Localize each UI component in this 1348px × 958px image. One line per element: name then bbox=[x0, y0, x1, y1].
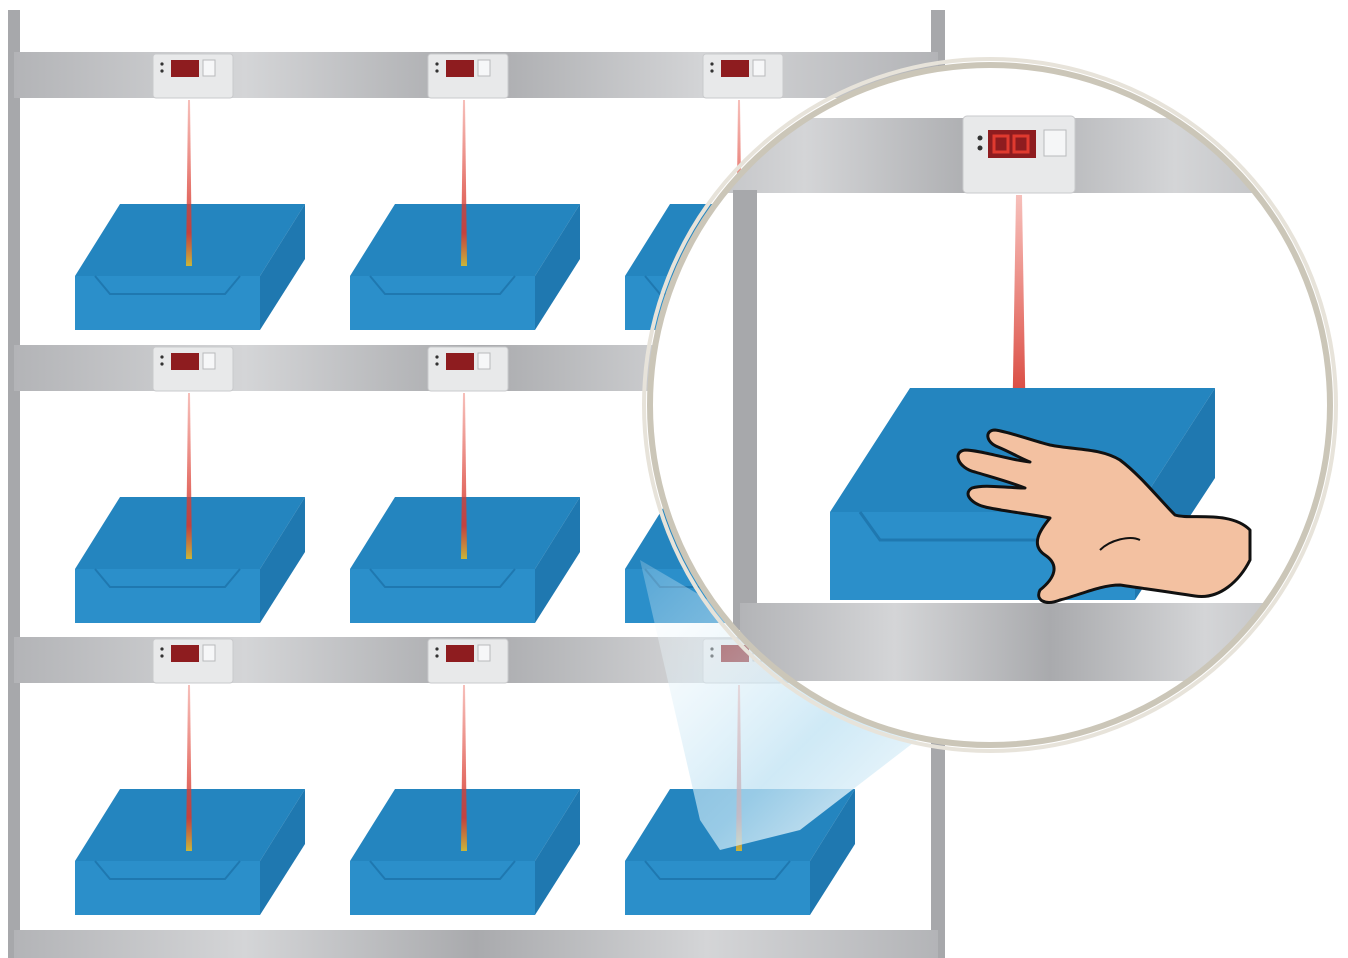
sensor-button bbox=[202, 644, 216, 662]
zoomed-sensor bbox=[962, 115, 1076, 194]
shelf-beam bbox=[14, 930, 938, 958]
bin-side bbox=[535, 204, 580, 330]
magnifier-light-cone bbox=[640, 560, 930, 850]
sensor-led bbox=[160, 69, 164, 73]
bin-side bbox=[260, 789, 305, 915]
sensor-led bbox=[977, 145, 983, 151]
sensor-display bbox=[446, 60, 474, 77]
bin-side bbox=[535, 497, 580, 623]
hand-shape bbox=[956, 428, 1252, 604]
sensor-led bbox=[160, 647, 164, 651]
rack-cell bbox=[75, 53, 305, 330]
sensor-button bbox=[477, 644, 491, 662]
sensor-led bbox=[977, 135, 983, 141]
bin-front bbox=[75, 276, 260, 330]
laser-beam bbox=[461, 100, 467, 266]
sensor-led bbox=[160, 62, 164, 66]
sensor-display bbox=[171, 645, 199, 662]
hand-illustration bbox=[956, 428, 1252, 604]
laser-beam bbox=[461, 393, 467, 559]
sensor-display bbox=[446, 353, 474, 370]
zoomed-post bbox=[733, 190, 757, 630]
sensor-led bbox=[160, 355, 164, 359]
magnified-callout bbox=[642, 57, 1338, 753]
bin-front bbox=[625, 861, 810, 915]
bin-side bbox=[535, 789, 580, 915]
sensor-led bbox=[435, 362, 439, 366]
bin-side bbox=[260, 204, 305, 330]
rack-cell bbox=[350, 638, 580, 915]
left-post bbox=[8, 10, 20, 958]
sensor-led bbox=[435, 62, 439, 66]
sensor-display bbox=[171, 60, 199, 77]
bin-front bbox=[350, 569, 535, 623]
rack-cell bbox=[350, 53, 580, 330]
laser-beam bbox=[461, 685, 467, 851]
zoomed-laser-beam bbox=[1012, 195, 1026, 440]
bin-front bbox=[350, 861, 535, 915]
sensor-button bbox=[202, 59, 216, 77]
magnifier-ring-outer bbox=[642, 57, 1338, 753]
sensor-led bbox=[710, 62, 714, 66]
sensor-led bbox=[435, 69, 439, 73]
laser-beam bbox=[186, 100, 192, 266]
magnifier-ring bbox=[647, 62, 1333, 748]
rack-cell bbox=[75, 346, 305, 623]
bin-lip bbox=[369, 860, 516, 880]
sensor-button bbox=[752, 59, 766, 77]
magnified-scene bbox=[652, 115, 1328, 681]
bin-front bbox=[350, 276, 535, 330]
sensor-led bbox=[160, 654, 164, 658]
bin-lip bbox=[369, 275, 516, 295]
laser-beam bbox=[186, 685, 192, 851]
bin-lip bbox=[369, 568, 516, 588]
sensor-button bbox=[202, 352, 216, 370]
bin-lip bbox=[644, 860, 791, 880]
sensor-led bbox=[160, 362, 164, 366]
rack-cell bbox=[75, 638, 305, 915]
sensor-led bbox=[435, 355, 439, 359]
display-segment bbox=[1012, 134, 1030, 154]
sensor-button bbox=[477, 59, 491, 77]
bin-lip bbox=[94, 275, 241, 295]
display-segment bbox=[992, 134, 1010, 154]
rack-cell bbox=[350, 346, 580, 623]
bin-lip bbox=[94, 860, 241, 880]
sensor-led bbox=[435, 654, 439, 658]
sensor-button bbox=[1043, 129, 1067, 157]
bin-lip bbox=[94, 568, 241, 588]
sensor-led bbox=[710, 69, 714, 73]
sensor-button bbox=[477, 352, 491, 370]
bin-side bbox=[810, 789, 855, 915]
sensor-display bbox=[171, 353, 199, 370]
laser-beam bbox=[186, 393, 192, 559]
bin-front bbox=[75, 569, 260, 623]
hand-crease bbox=[1099, 537, 1141, 551]
bin-front bbox=[75, 861, 260, 915]
sensor-led bbox=[435, 647, 439, 651]
sensor-display bbox=[446, 645, 474, 662]
sensor-display bbox=[721, 60, 749, 77]
bin-side bbox=[260, 497, 305, 623]
